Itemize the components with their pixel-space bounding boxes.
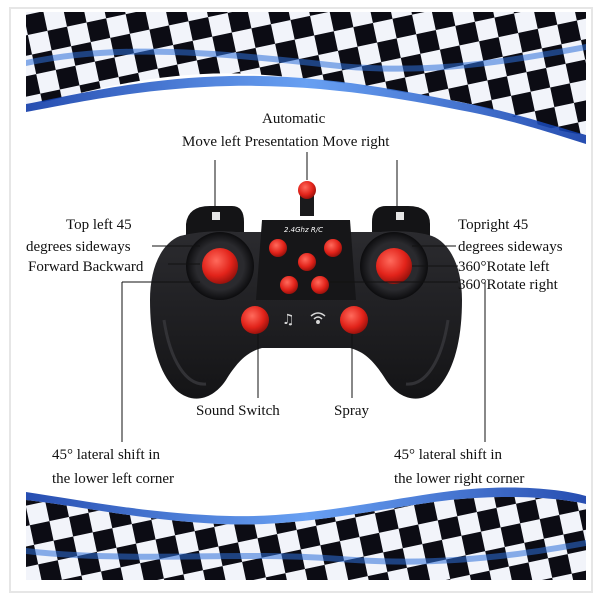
lower-right-label-line2: the lower right corner	[394, 471, 525, 487]
rotate-left-button[interactable]	[280, 276, 298, 294]
forward-backward-label: Forward Backward	[28, 259, 144, 275]
top-left-label-line2: degrees sideways	[26, 239, 131, 255]
rotate-right-button[interactable]	[311, 276, 329, 294]
lower-left-label-line1: 45° lateral shift in	[52, 447, 161, 463]
music-note-icon: ♫	[282, 312, 295, 328]
top-left-label-line1: Top left 45	[66, 217, 132, 233]
lower-left-label-line2: the lower left corner	[52, 471, 175, 487]
sound-switch-label: Sound Switch	[196, 403, 280, 419]
top-right-label-line1: Topright 45	[458, 217, 529, 233]
svg-text:2.4Ghz R/C: 2.4Ghz R/C	[284, 226, 323, 234]
rotate-left-label: 360°Rotate left	[458, 259, 550, 275]
sound-switch-button[interactable]	[241, 306, 269, 334]
callout-lines	[121, 152, 486, 442]
top-checkered-flag	[26, 12, 586, 144]
right-joystick[interactable]	[376, 248, 412, 284]
left-joystick[interactable]	[202, 248, 238, 284]
bottom-checkered-flag	[26, 487, 586, 580]
top-right-label-line2: degrees sideways	[458, 239, 563, 255]
antenna-tip-icon	[298, 181, 316, 199]
automatic-label: Automatic	[262, 111, 326, 127]
presentation-button[interactable]	[298, 253, 316, 271]
rc-controller: 2.4Ghz R/C ♫	[150, 181, 462, 399]
rotate-right-label: 360°Rotate right	[458, 277, 558, 293]
move-left-button[interactable]	[269, 239, 287, 257]
lower-right-label-line1: 45° lateral shift in	[394, 447, 503, 463]
spray-label: Spray	[334, 403, 369, 419]
wifi-signal-icon	[310, 312, 326, 324]
spray-button[interactable]	[340, 306, 368, 334]
move-right-button[interactable]	[324, 239, 342, 257]
move-presentation-label: Move left Presentation Move right	[182, 134, 390, 150]
